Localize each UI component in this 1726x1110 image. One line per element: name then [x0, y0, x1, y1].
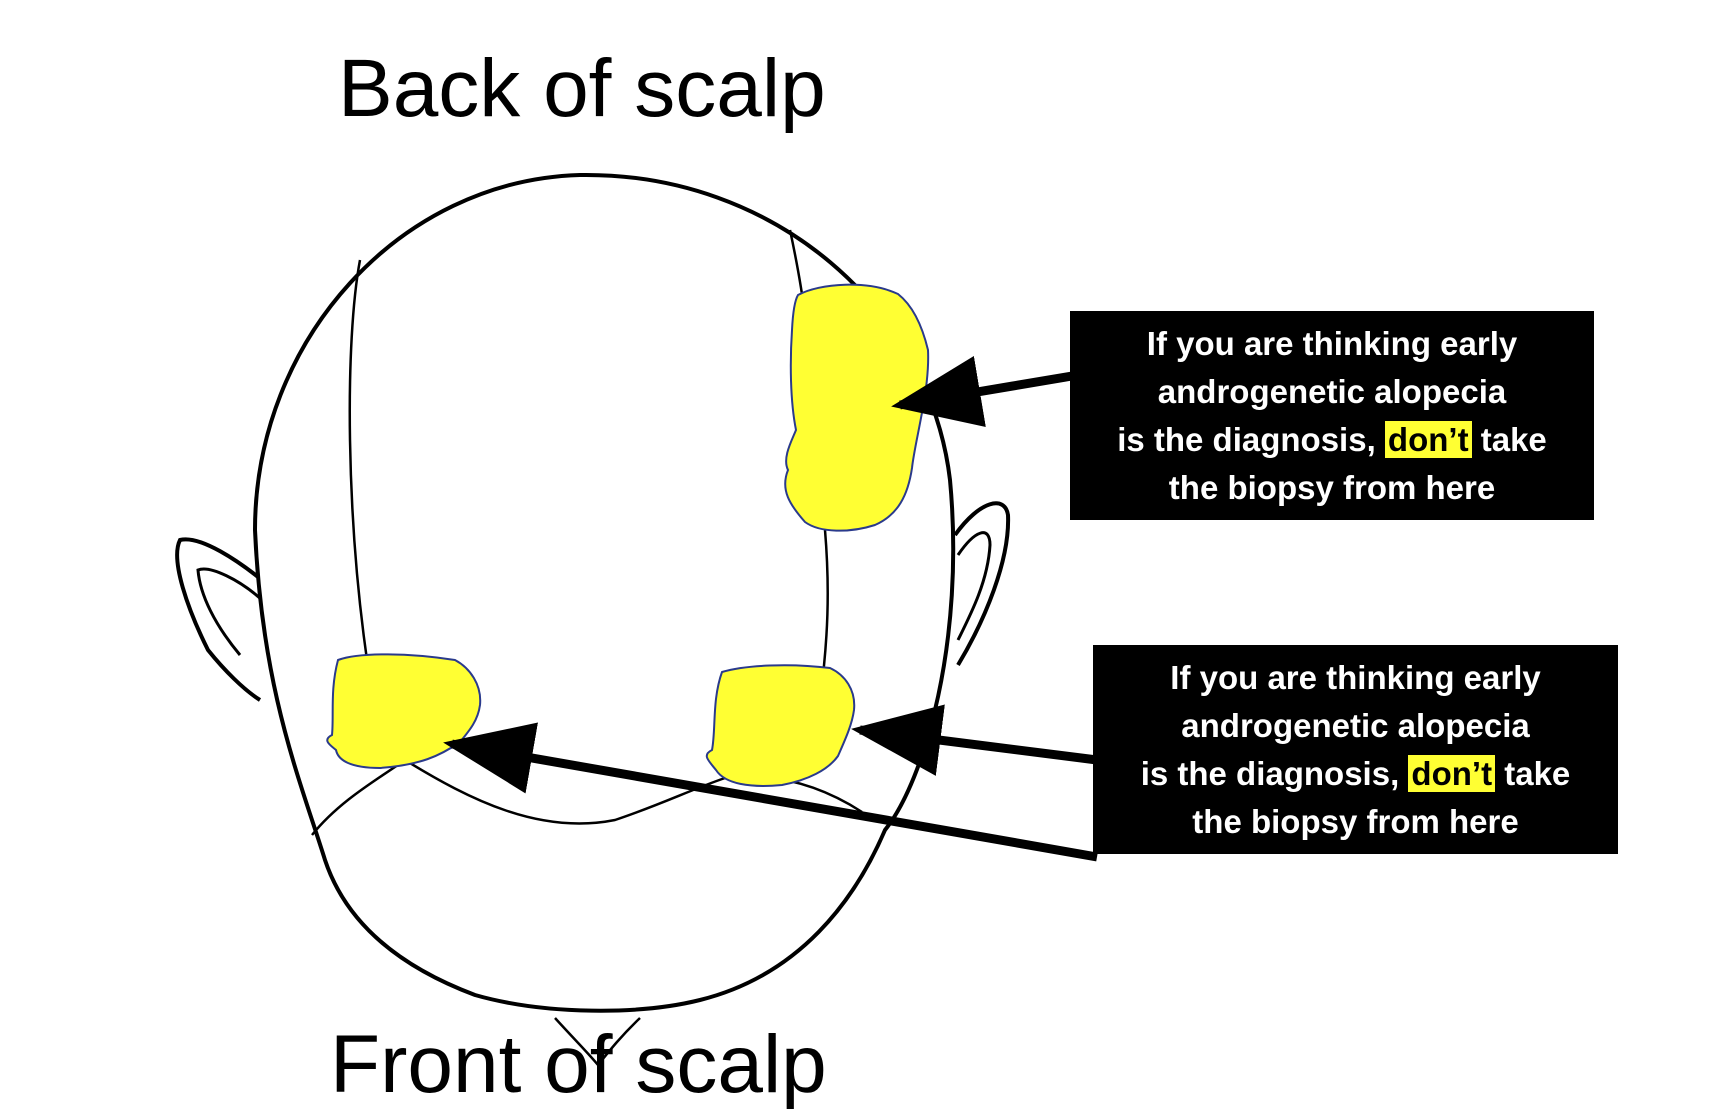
- arrow-to-vertex: [891, 356, 1073, 428]
- callout-line: If you are thinking early: [1170, 658, 1541, 696]
- callout-line: androgenetic alopecia: [1181, 706, 1530, 744]
- right-temple-highlight-region: [705, 664, 856, 787]
- callout-line: is the diagnosis, don’t take: [1093, 750, 1618, 798]
- dont-highlight: don’t: [1408, 754, 1496, 792]
- callout-text: take: [1504, 754, 1571, 792]
- callout-box-temples: If you are thinking early androgenetic a…: [1093, 645, 1618, 854]
- callout-text: take: [1480, 420, 1547, 458]
- callout-line: the biopsy from here: [1192, 802, 1519, 840]
- vertex-highlight-region: [784, 283, 930, 532]
- callout-line: If you are thinking early: [1146, 324, 1518, 362]
- left-ear: [175, 537, 270, 702]
- back-of-scalp-label: Back of scalp: [338, 43, 826, 134]
- dont-highlight: don’t: [1384, 420, 1472, 458]
- callout-line: androgenetic alopecia: [1157, 372, 1507, 410]
- callout-line: the biopsy from here: [1168, 468, 1496, 506]
- callout-text: is the diagnosis,: [1117, 420, 1376, 458]
- callout-line: is the diagnosis, don’t take: [1070, 416, 1594, 464]
- callout-text: is the diagnosis,: [1140, 754, 1400, 792]
- front-of-scalp-label: Front of scalp: [330, 1019, 827, 1110]
- arrow-to-right-temple: [851, 704, 1098, 776]
- callout-box-vertex: If you are thinking early androgenetic a…: [1070, 311, 1594, 520]
- right-ear: [953, 501, 1011, 667]
- left-part-line: [348, 259, 372, 681]
- left-temple-highlight-region: [326, 653, 482, 770]
- right-ear-inner: [956, 531, 992, 641]
- arrow-to-left-temple: [443, 722, 1098, 862]
- chin-notch: [554, 1017, 641, 1068]
- left-ear-inner: [196, 567, 264, 656]
